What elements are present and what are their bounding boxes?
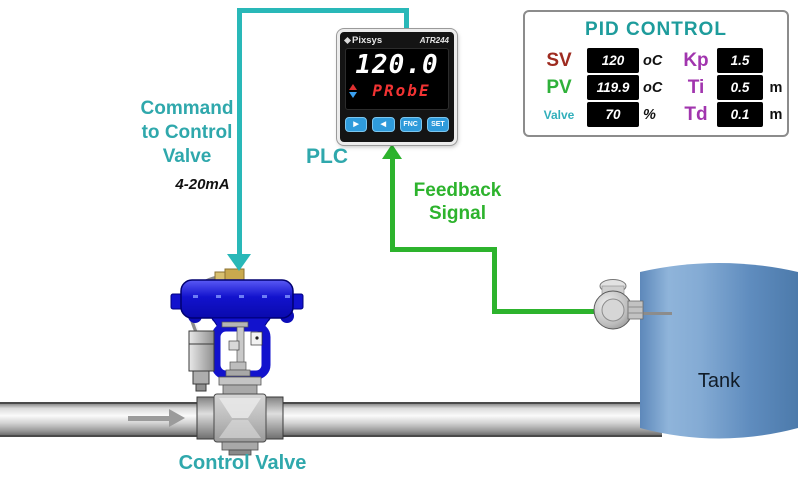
plc-display-text: PRobE <box>372 81 431 100</box>
tank-graphic <box>640 263 798 439</box>
command-arrow-icon <box>227 254 251 271</box>
td-unit: m <box>769 106 783 123</box>
ti-label: Ti <box>687 76 705 98</box>
control-valve-label: Control Valve <box>178 452 307 474</box>
sv-unit: oC <box>643 52 663 69</box>
feedback-line-horizontal-2 <box>492 309 596 314</box>
ti-value: 0.5 <box>717 75 763 100</box>
pv-label: PV <box>546 76 572 98</box>
plc-display-value: 120.0 <box>355 50 439 80</box>
pid-row-pv: PV 119.9 oC <box>535 75 673 100</box>
temperature-sensor-graphic <box>593 279 672 330</box>
control-valve-graphic <box>170 268 304 456</box>
plc-display: 120.0 PRobE <box>345 48 449 110</box>
feedback-arrow-icon <box>382 144 402 159</box>
td-value: 0.1 <box>717 102 763 127</box>
flow-arrow-head-icon <box>169 409 185 427</box>
kp-label: Kp <box>683 49 709 71</box>
pid-control-panel: PID CONTROL SV 120 oC PV 119.9 oC Valve … <box>523 10 789 137</box>
td-label: Td <box>684 103 708 125</box>
valve-label: Valve <box>543 107 575 122</box>
pid-row-kp: Kp 1.5 <box>679 48 785 73</box>
process-pipe <box>0 402 662 437</box>
ti-unit: m <box>769 79 783 96</box>
plc-back-button[interactable]: ◀ <box>372 117 395 132</box>
valve-value: 70 <box>587 102 639 127</box>
command-to-control-valve-label: Command to Control Valve <box>140 98 234 167</box>
pid-row-sv: SV 120 oC <box>535 48 673 73</box>
pid-row-ti: Ti 0.5 m <box>679 75 785 100</box>
pv-unit: oC <box>643 79 663 96</box>
tank-label: Tank <box>697 370 741 392</box>
signal-range-label: 4-20mA <box>175 176 230 193</box>
pid-right-column: Kp 1.5 Ti 0.5 m Td 0.1 m <box>679 48 785 127</box>
pid-panel-title: PID CONTROL <box>585 19 727 40</box>
feedback-signal-label: Feedback Signal <box>413 180 502 224</box>
pixsys-logo-icon <box>343 36 352 45</box>
flow-arrow-icon <box>128 416 170 421</box>
plc-model: ATR244 <box>419 36 449 45</box>
kp-value: 1.5 <box>717 48 763 73</box>
pid-row-td: Td 0.1 m <box>679 102 785 127</box>
sv-label: SV <box>546 49 572 71</box>
feedback-line-horizontal-1 <box>390 247 497 252</box>
plc-button-row: ▶ ◀ FNC SET <box>345 117 449 132</box>
plc-label: PLC <box>306 145 348 168</box>
up-indicator-icon <box>349 83 357 90</box>
command-line-horizontal <box>237 8 409 13</box>
plc-controller: Pixsys ATR244 120.0 PRobE ▶ ◀ FNC SET <box>337 29 457 145</box>
plc-up-button[interactable]: ▶ <box>345 117 368 132</box>
feedback-line-vertical-2 <box>492 247 497 314</box>
plc-indicators <box>349 83 357 98</box>
command-line-drop <box>404 8 409 30</box>
pid-row-valve: Valve 70 % <box>535 102 673 127</box>
feedback-line-vertical-1 <box>390 157 395 252</box>
plc-brand: Pixsys <box>343 35 382 46</box>
sv-value: 120 <box>587 48 639 73</box>
plc-set-button[interactable]: SET <box>426 117 449 132</box>
down-indicator-icon <box>349 91 357 98</box>
pid-left-column: SV 120 oC PV 119.9 oC Valve 70 % <box>535 48 673 127</box>
plc-fnc-button[interactable]: FNC <box>399 117 422 132</box>
command-line-vertical <box>237 8 242 256</box>
pv-value: 119.9 <box>587 75 639 100</box>
valve-unit: % <box>643 106 656 123</box>
